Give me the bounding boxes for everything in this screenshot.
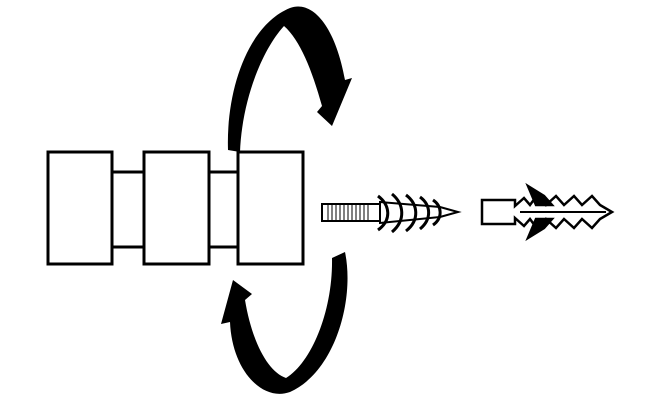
wall-plug-fin-bottom	[525, 217, 555, 242]
screw-tip	[379, 200, 462, 225]
knob-connector-left	[108, 170, 148, 249]
knob-connector-right	[205, 170, 242, 249]
wall-plug-fin-top	[525, 182, 555, 207]
rotation-arrow-bottom	[221, 252, 348, 394]
knob-block-right	[236, 150, 305, 266]
screw	[321, 192, 462, 234]
knob-block-middle	[142, 150, 211, 266]
rotation-arrow-top	[227, 6, 352, 152]
knob-block-left	[46, 150, 114, 266]
screw-threads	[377, 192, 442, 234]
rotation-arrows	[221, 6, 352, 394]
screw-shank-threads	[327, 205, 369, 220]
double-knob	[46, 150, 305, 266]
wall-plug	[480, 182, 615, 242]
